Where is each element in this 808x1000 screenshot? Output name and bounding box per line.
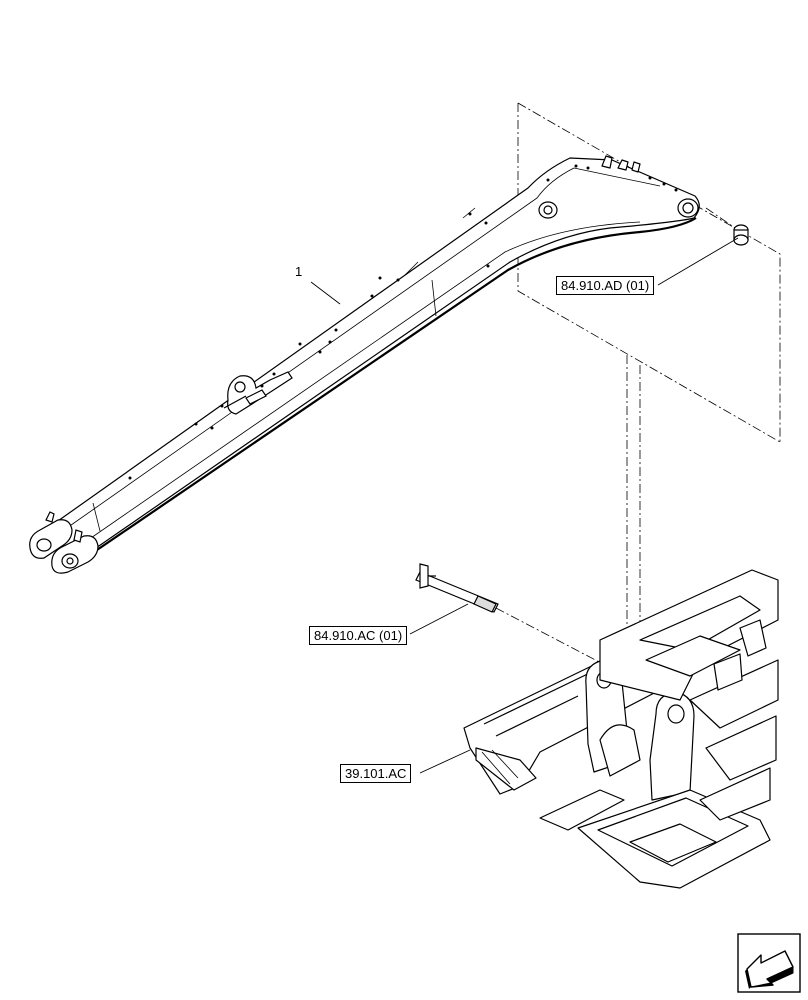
callout-84-910-ad[interactable]: 84.910.AD (01) [556,276,655,295]
boom-fasteners [128,164,678,480]
boom-foot-pin [415,563,499,613]
upper-frame [463,569,779,889]
callout-84-910-ac[interactable]: 84.910.AC (01) [309,626,408,645]
callout-leaders [310,237,739,774]
item-number-label: 1 [295,264,303,279]
callout-39-101-ac[interactable]: 39.101.AC [340,764,412,783]
foot-pin-bushing [733,224,749,246]
reference-boundary [517,102,781,443]
boom-item-1 [47,155,700,557]
cylinder-bracket [223,371,293,415]
boom-nose-lugs [29,511,99,574]
next-page-arrow-icon[interactable] [737,933,801,993]
